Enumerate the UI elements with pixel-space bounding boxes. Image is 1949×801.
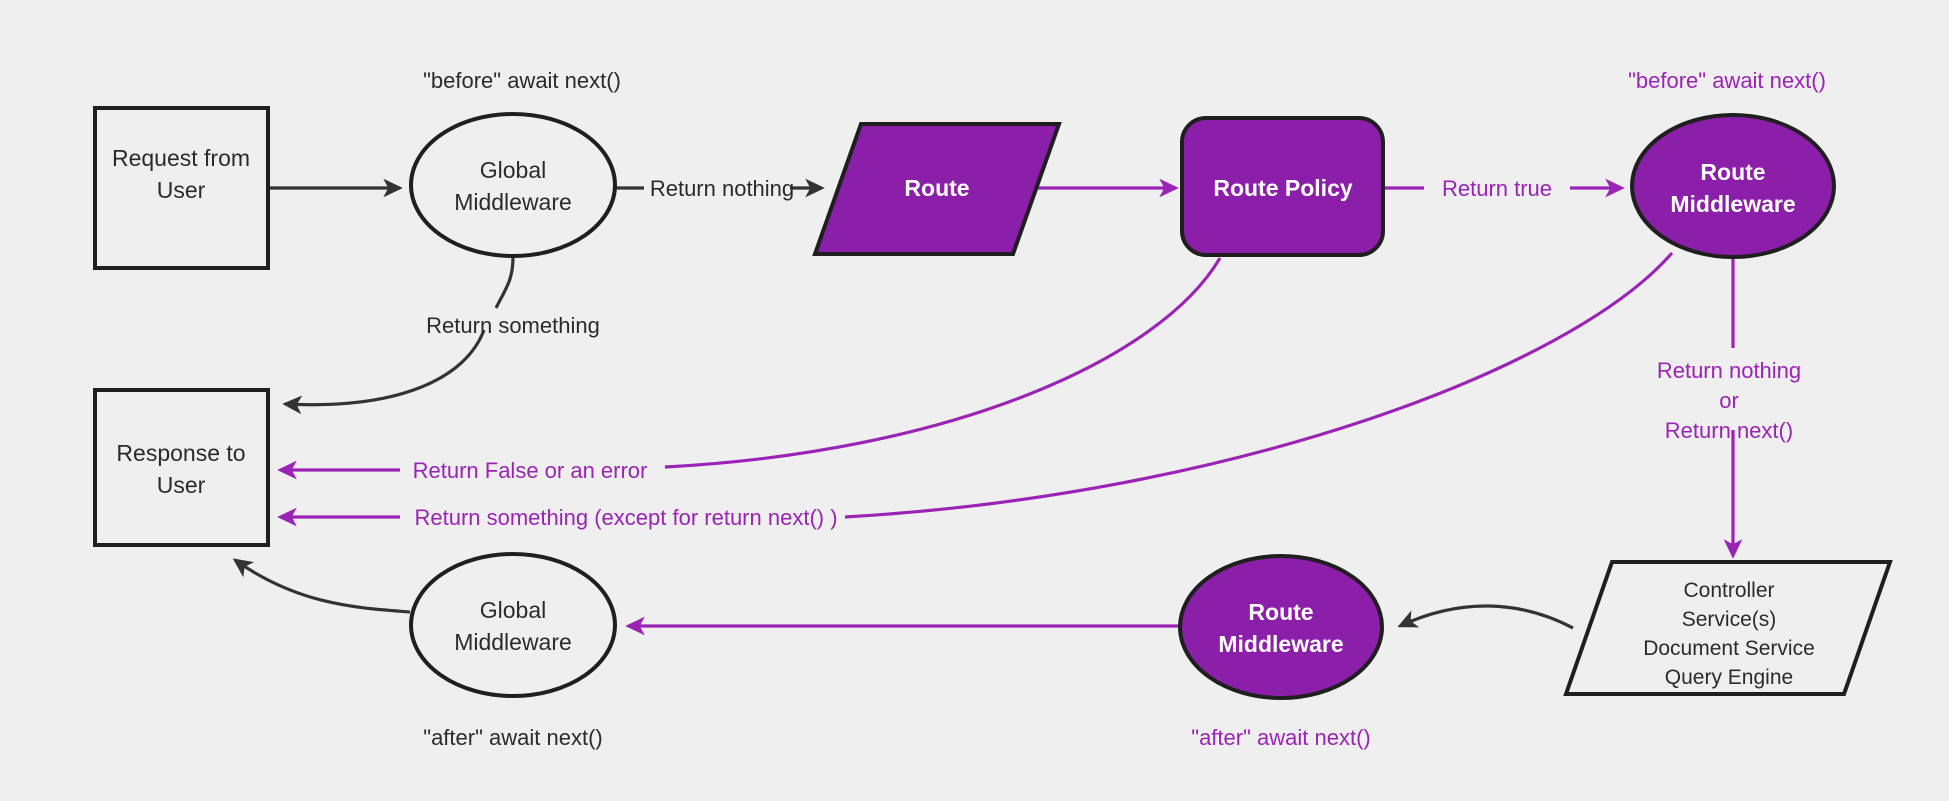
edge-route-policy-to-response-false (277, 257, 1222, 480)
edge-label-return-nothing-or-next-line3: Return next() (1665, 418, 1793, 443)
route-label: Route (904, 175, 969, 201)
route-middleware-bottom-label-line2: Middleware (1218, 631, 1343, 657)
edge-label-return-nothing: Return nothing (650, 176, 794, 201)
edge-global-middleware-to-response (282, 256, 515, 415)
annotation-after-await-next-dark: "after" await next() (423, 725, 602, 750)
edge-label-return-something-except-next: Return something (except for return next… (414, 505, 837, 530)
node-response-to-user[interactable]: Response to User (93, 388, 270, 547)
edge-label-return-something-dark: Return something (426, 313, 600, 338)
node-route-middleware-bottom[interactable]: Route Middleware (1178, 554, 1384, 700)
edge-label-return-nothing-or-next-line2: or (1719, 388, 1739, 413)
route-policy-label: Route Policy (1213, 175, 1353, 201)
annotation-before-await-next-purple: "before" await next() (1628, 68, 1826, 93)
global-middleware-top-label-line1: Global (480, 157, 546, 183)
node-request-from-user[interactable]: Request from User (93, 106, 270, 270)
edge-controller-to-route-middleware-bottom (1397, 604, 1574, 630)
node-global-middleware-top[interactable]: Global Middleware (409, 112, 617, 258)
response-to-user-label-line2: User (157, 472, 206, 498)
edge-global-middleware-bottom-to-response (232, 558, 411, 614)
controller-services-label-line1: Controller (1683, 579, 1774, 602)
route-middleware-top-label-line1: Route (1700, 159, 1765, 185)
edge-label-return-true: Return true (1442, 176, 1552, 201)
controller-services-label-line3: Document Service (1643, 637, 1815, 660)
node-global-middleware-bottom[interactable]: Global Middleware (409, 552, 617, 698)
annotation-before-await-next-dark: "before" await next() (423, 68, 621, 93)
edge-route-middleware-to-response-something (277, 251, 1674, 527)
node-route[interactable]: Route (812, 122, 1062, 256)
node-route-middleware-top[interactable]: Route Middleware (1630, 113, 1836, 259)
global-middleware-bottom-label-line1: Global (480, 597, 546, 623)
request-from-user-label-line2: User (157, 177, 206, 203)
node-route-policy[interactable]: Route Policy (1180, 116, 1385, 257)
global-middleware-bottom-label-line2: Middleware (454, 629, 572, 655)
controller-services-label-line4: Query Engine (1665, 666, 1793, 689)
route-middleware-top-label-line2: Middleware (1670, 191, 1795, 217)
request-from-user-label-line1: Request from (112, 145, 250, 171)
edge-label-return-false-or-error: Return False or an error (413, 458, 648, 483)
edge-label-return-nothing-or-next-line1: Return nothing (1657, 358, 1801, 383)
controller-services-label-line2: Service(s) (1682, 608, 1777, 631)
annotation-after-await-next-purple: "after" await next() (1191, 725, 1370, 750)
node-controller-services[interactable]: Controller Service(s) Document Service Q… (1563, 560, 1893, 696)
route-middleware-bottom-label-line1: Route (1248, 599, 1313, 625)
response-to-user-label-line1: Response to (116, 440, 245, 466)
global-middleware-top-label-line2: Middleware (454, 189, 572, 215)
